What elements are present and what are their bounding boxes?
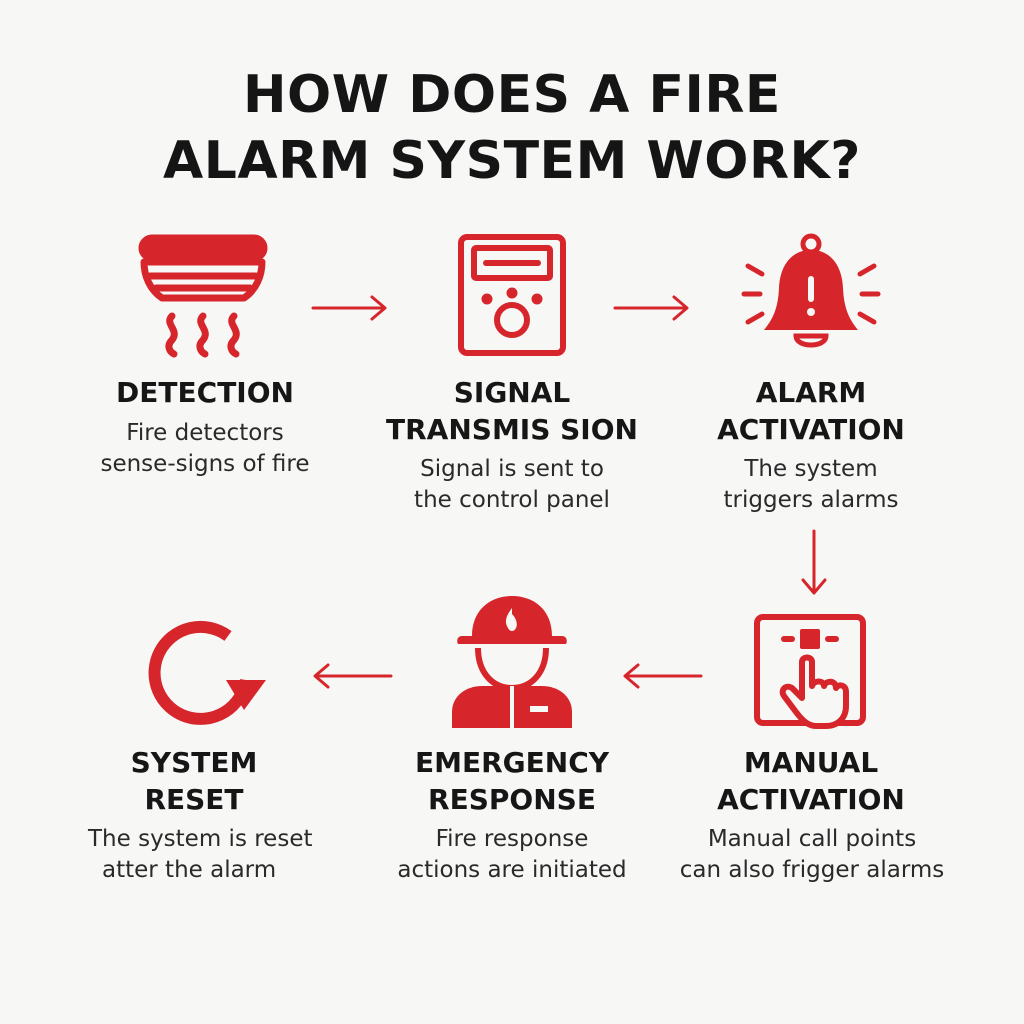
step-detection-title: DETECTION [116, 376, 294, 409]
alarm-bell-icon [736, 232, 886, 358]
page-title-line-2: ALARM SYSTEM WORK? [163, 131, 861, 191]
manual-call-point-icon [752, 612, 870, 732]
firefighter-icon [448, 592, 576, 732]
page-title: HOW DOES A FIRE ALARM SYSTEM WORK? [0, 62, 1024, 194]
step-signal-transmission-description: Signal is sent to the control panel [414, 456, 610, 513]
arrow-left-icon [310, 662, 394, 690]
step-alarm-activation-title: ALARM ACTIVATION [717, 376, 905, 446]
step-signal-transmission-title: SIGNAL TRANSMIS SION [386, 376, 638, 446]
smoke-detector-icon [136, 232, 276, 360]
control-panel-icon [456, 232, 568, 358]
step-emergency-response-title: EMERGENCY RESPONSE [414, 746, 610, 816]
step-alarm-activation-description: The system triggers alarms [723, 456, 899, 513]
arrow-right-icon [612, 294, 692, 322]
arrow-left-icon [620, 662, 704, 690]
arrow-down-icon [800, 528, 828, 598]
arrow-right-icon [310, 294, 390, 322]
step-manual-activation-title: MANUAL ACTIVATION [717, 746, 905, 816]
step-emergency-response-description: Fire response actions are initiated [397, 826, 627, 883]
step-system-reset-description: The system is reset atter the alarm [88, 826, 313, 883]
page-title-line-1: HOW DOES A FIRE [243, 65, 781, 125]
reset-arrow-icon [138, 610, 270, 734]
step-manual-activation-description: Manual call points can also frigger alar… [679, 826, 945, 883]
step-detection-description: Fire detectors sense-signs of fire [100, 420, 310, 477]
step-system-reset-title: SYSTEM RESET [130, 746, 258, 816]
